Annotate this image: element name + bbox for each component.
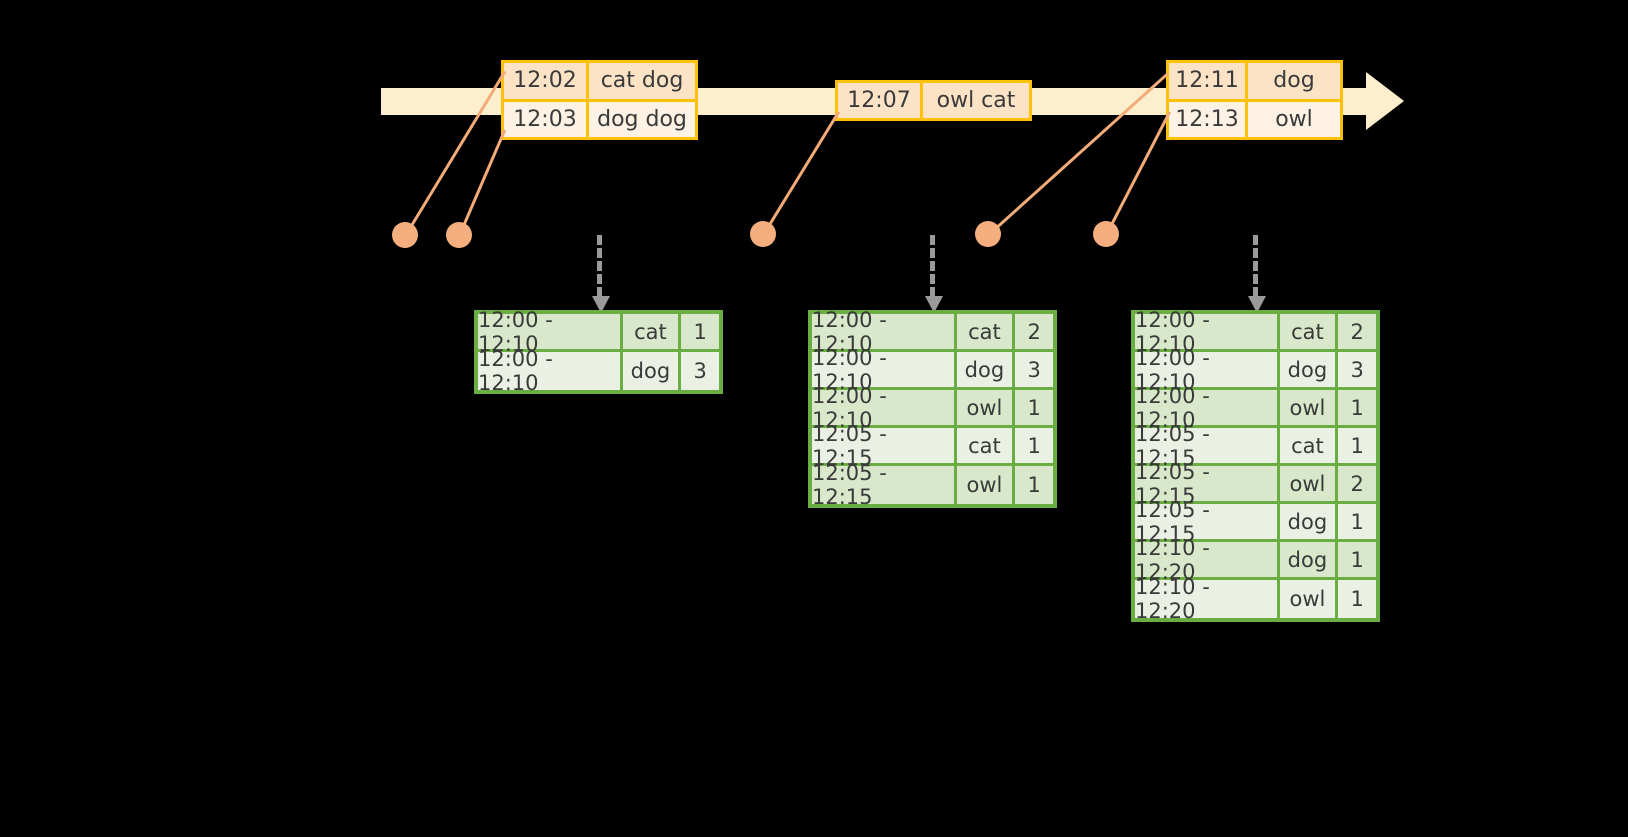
- cell-word: dog: [956, 352, 1016, 390]
- cell-window: 12:05 - 12:15: [1135, 498, 1280, 546]
- cell-word: dog: [622, 352, 682, 390]
- result-table-2[interactable]: 12:00 - 12:10 cat 2 12:00 - 12:10 dog 3 …: [808, 308, 1057, 509]
- table-row[interactable]: 12:05 - 12:15 owl 1: [812, 461, 1053, 509]
- flow-arrow-2: [925, 235, 945, 313]
- cell-word: cat: [956, 428, 1016, 466]
- event-time: 12:07: [838, 83, 923, 118]
- cell-word: owl: [956, 390, 1016, 428]
- table-row[interactable]: 12:00 - 12:10 owl 1: [812, 384, 1053, 432]
- table-row[interactable]: 12:05 - 12:15 owl 2: [1135, 460, 1376, 508]
- timeline-arrow-neck: [1342, 88, 1372, 115]
- connector-line: [1104, 111, 1172, 237]
- cell-window: 12:00 - 12:10: [1135, 384, 1280, 432]
- flow-arrow-3: [1248, 235, 1268, 313]
- cell-count: 3: [1015, 352, 1053, 390]
- connector-line: [457, 129, 507, 238]
- cell-word: cat: [956, 314, 1016, 352]
- table-row[interactable]: 12:05 - 12:15 cat 1: [812, 422, 1053, 470]
- cell-window: 12:00 - 12:10: [1135, 346, 1280, 394]
- table-row[interactable]: 12:00 - 12:10 cat 2: [1135, 308, 1376, 356]
- event-row[interactable]: 12:03 dog dog: [504, 98, 695, 137]
- cell-count: 1: [1338, 580, 1376, 618]
- table-row[interactable]: 12:00 - 12:10 owl 1: [1135, 384, 1376, 432]
- cell-word: owl: [956, 466, 1016, 504]
- event-marker-dot[interactable]: [392, 222, 418, 248]
- cell-count: 1: [1015, 428, 1053, 466]
- cell-count: 1: [681, 314, 719, 352]
- cell-word: dog: [1279, 542, 1339, 580]
- event-marker-dot[interactable]: [975, 221, 1001, 247]
- event-words: owl cat: [923, 83, 1029, 118]
- flow-arrow-1: [592, 235, 612, 313]
- table-row[interactable]: 12:00 - 12:10 dog 3: [812, 346, 1053, 394]
- cell-count: 2: [1015, 314, 1053, 352]
- cell-count: 3: [1338, 352, 1376, 390]
- event-time: 12:02: [504, 63, 589, 99]
- event-marker-dot[interactable]: [1093, 221, 1119, 247]
- cell-word: cat: [1279, 428, 1339, 466]
- event-words: cat dog: [589, 63, 695, 99]
- result-table-3[interactable]: 12:00 - 12:10 cat 2 12:00 - 12:10 dog 3 …: [1131, 308, 1380, 623]
- cell-window: 12:10 - 12:20: [1135, 575, 1280, 623]
- cell-count: 1: [1338, 428, 1376, 466]
- event-row[interactable]: 12:13 owl: [1169, 98, 1340, 137]
- cell-window: 12:05 - 12:15: [812, 461, 957, 509]
- cell-word: dog: [1279, 504, 1339, 542]
- cell-count: 2: [1338, 466, 1376, 504]
- cell-count: 1: [1015, 466, 1053, 504]
- cell-word: owl: [1279, 580, 1339, 618]
- cell-window: 12:05 - 12:15: [812, 422, 957, 470]
- cell-word: owl: [1279, 390, 1339, 428]
- table-row[interactable]: 12:00 - 12:10 dog 3: [1135, 346, 1376, 394]
- timeline-arrowhead: [1366, 72, 1404, 130]
- event-time: 12:03: [504, 101, 589, 137]
- event-words: dog: [1248, 63, 1340, 99]
- cell-count: 1: [1338, 542, 1376, 580]
- cell-window: 12:00 - 12:10: [812, 308, 957, 356]
- cell-word: dog: [1279, 352, 1339, 390]
- event-group-1[interactable]: 12:02 cat dog 12:03 dog dog: [501, 60, 698, 140]
- cell-count: 2: [1338, 314, 1376, 352]
- table-row[interactable]: 12:10 - 12:20 owl 1: [1135, 575, 1376, 623]
- cell-window: 12:00 - 12:10: [812, 384, 957, 432]
- event-row[interactable]: 12:11 dog: [1169, 63, 1340, 99]
- table-row[interactable]: 12:00 - 12:10 cat 2: [812, 308, 1053, 356]
- event-marker-dot[interactable]: [446, 222, 472, 248]
- cell-window: 12:00 - 12:10: [478, 308, 623, 356]
- cell-word: owl: [1279, 466, 1339, 504]
- cell-count: 1: [1015, 390, 1053, 428]
- result-table-1[interactable]: 12:00 - 12:10 cat 1 12:00 - 12:10 dog 3: [474, 308, 723, 395]
- cell-window: 12:05 - 12:15: [1135, 422, 1280, 470]
- cell-count: 1: [1338, 504, 1376, 542]
- cell-window: 12:00 - 12:10: [1135, 308, 1280, 356]
- table-row[interactable]: 12:10 - 12:20 dog 1: [1135, 536, 1376, 584]
- connector-line: [761, 111, 841, 237]
- event-time: 12:13: [1169, 101, 1248, 137]
- event-words: dog dog: [589, 101, 695, 137]
- cell-window: 12:05 - 12:15: [1135, 460, 1280, 508]
- event-row[interactable]: 12:02 cat dog: [504, 63, 695, 99]
- cell-count: 1: [1338, 390, 1376, 428]
- event-row[interactable]: 12:07 owl cat: [838, 83, 1029, 118]
- event-group-2[interactable]: 12:07 owl cat: [835, 80, 1032, 121]
- event-group-3[interactable]: 12:11 dog 12:13 owl: [1166, 60, 1343, 140]
- cell-word: cat: [622, 314, 682, 352]
- event-words: owl: [1248, 101, 1340, 137]
- cell-word: cat: [1279, 314, 1339, 352]
- table-row[interactable]: 12:00 - 12:10 cat 1: [478, 308, 719, 356]
- event-marker-dot[interactable]: [750, 221, 776, 247]
- cell-count: 3: [681, 352, 719, 390]
- cell-window: 12:00 - 12:10: [812, 346, 957, 394]
- table-row[interactable]: 12:00 - 12:10 dog 3: [478, 347, 719, 395]
- table-row[interactable]: 12:05 - 12:15 dog 1: [1135, 498, 1376, 546]
- table-row[interactable]: 12:05 - 12:15 cat 1: [1135, 422, 1376, 470]
- cell-window: 12:00 - 12:10: [478, 347, 623, 395]
- cell-window: 12:10 - 12:20: [1135, 536, 1280, 584]
- event-time: 12:11: [1169, 63, 1248, 99]
